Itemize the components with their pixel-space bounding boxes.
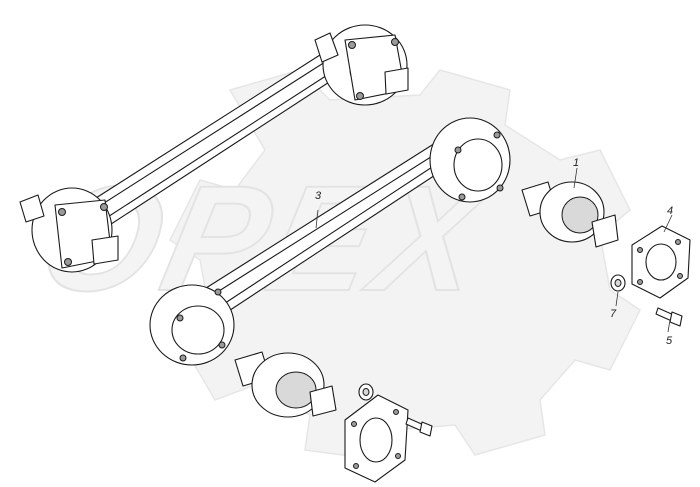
rear-right-bolt-2 — [391, 38, 399, 46]
callout-7: 7 — [610, 308, 617, 320]
cover-right-hole-1 — [637, 247, 643, 253]
bolt-lower-head — [419, 421, 433, 437]
callout-4: 4 — [667, 205, 673, 217]
joint-right-pin-right — [591, 214, 619, 248]
cover-lower-hole-1 — [351, 421, 357, 427]
rubber-metal-joint-part-1 — [521, 181, 619, 248]
callout-labels: 1 3 4 5 7 — [315, 157, 673, 347]
rear-right-pin-end — [314, 32, 339, 63]
cover-lower-hole-2 — [393, 409, 399, 415]
bolt-part-5 — [405, 307, 683, 437]
joint-lower-pin-right — [309, 385, 337, 417]
washer-right-hole — [614, 279, 622, 287]
rear-left-bolt-3 — [64, 258, 72, 266]
rear-right-bolt-3 — [356, 92, 364, 100]
front-left-hole-3 — [179, 354, 187, 362]
rear-link-rod-assembly — [19, 24, 409, 273]
cover-plate-lower — [344, 394, 409, 483]
rear-right-bolt-1 — [348, 41, 356, 49]
joint-right-sleeve — [561, 196, 599, 234]
rear-rod-edge — [89, 61, 336, 223]
link-rod-part-3 — [149, 117, 511, 366]
callout-leaders — [315, 167, 673, 333]
leader-1 — [573, 167, 578, 189]
leader-4 — [663, 214, 673, 233]
rubber-metal-joint-lower — [234, 351, 337, 418]
rear-left-pin-end-outer — [91, 235, 119, 265]
front-right-hole-2 — [493, 131, 501, 139]
cover-right-hole-4 — [677, 273, 683, 279]
front-left-hole-4 — [218, 341, 226, 349]
front-rod-eye-left-bore — [171, 305, 225, 355]
front-rod-edge — [199, 147, 453, 314]
rear-left-bolt-1 — [58, 208, 66, 216]
washer-part-7 — [358, 274, 626, 401]
front-right-hole-3 — [458, 193, 466, 201]
callout-1: 1 — [573, 157, 579, 169]
cover-lower-hole-4 — [395, 453, 401, 459]
front-left-hole-2 — [214, 288, 222, 296]
cover-right-hole-2 — [675, 239, 681, 245]
front-rod-eye-right-bore — [453, 138, 503, 192]
cover-right-hole-3 — [637, 279, 643, 285]
rear-left-pin-end — [19, 194, 45, 223]
washer-lower-hole — [362, 388, 370, 396]
callout-5: 5 — [666, 335, 673, 347]
cover-plate-part-4 — [631, 225, 691, 299]
cover-lower-hole-3 — [353, 463, 359, 469]
leader-3 — [315, 209, 319, 229]
bolt-right-head — [669, 311, 683, 327]
front-right-hole-4 — [496, 184, 504, 192]
cover-plate-right-bore — [645, 243, 677, 281]
rear-left-bolt-2 — [100, 203, 108, 211]
rear-right-pin-end-outer — [384, 67, 409, 95]
front-left-hole-1 — [176, 314, 184, 322]
cover-plate-lower-bore — [359, 417, 393, 463]
front-right-hole-1 — [454, 146, 462, 154]
joint-lower-sleeve — [275, 371, 317, 409]
leader-5 — [667, 319, 671, 333]
leader-7 — [615, 291, 619, 307]
callout-3: 3 — [315, 190, 322, 202]
